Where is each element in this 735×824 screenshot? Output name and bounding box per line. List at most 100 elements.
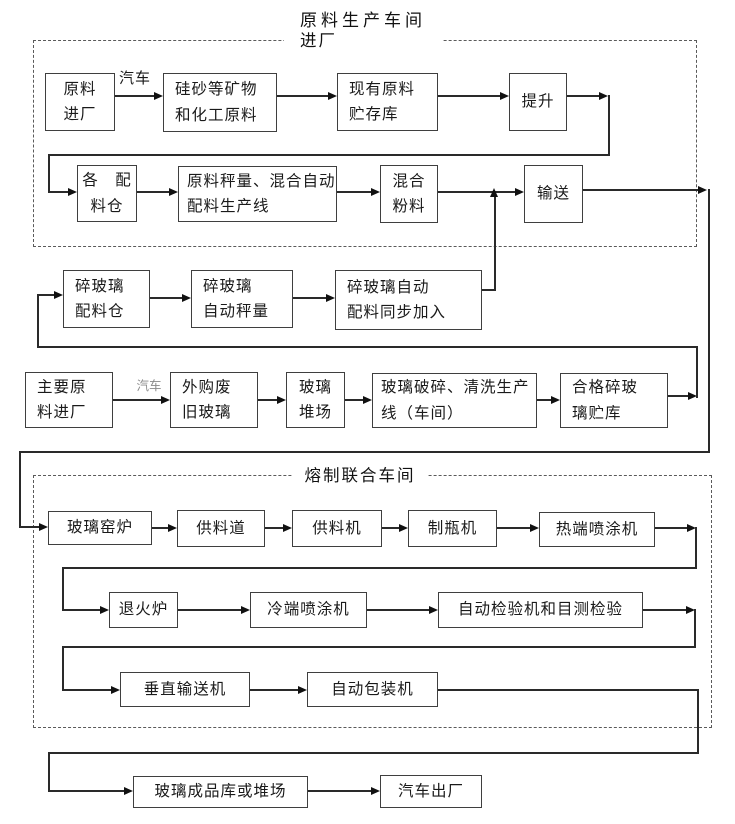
connector-line [277, 95, 329, 97]
connector-line [19, 451, 710, 453]
truck-label-top: 汽车 [118, 69, 151, 87]
arrowhead-right-icon [298, 685, 307, 694]
connector-line [48, 154, 610, 156]
node-silica: 硅砂等矿物 和化工原料 [163, 73, 277, 132]
connector-line [695, 527, 697, 569]
connector-line [583, 189, 699, 191]
arrowhead-right-icon [54, 290, 63, 299]
arrowhead-up-icon [490, 188, 498, 197]
node-vertical-conveyor: 垂直输送机 [120, 672, 250, 707]
arrowhead-right-icon [111, 685, 120, 694]
connector-line [62, 689, 112, 691]
connector-line [308, 790, 372, 792]
node-qualified-cullet: 合格碎玻 璃贮库 [560, 373, 668, 428]
arrowhead-right-icon [500, 91, 509, 100]
arrowhead-right-icon [698, 185, 707, 194]
node-batching-silos: 各 配 料仓 [77, 165, 137, 222]
connector-line [150, 297, 183, 299]
connector-line [137, 191, 170, 193]
connector-line [482, 289, 496, 291]
node-raw-entry: 原料 进厂 [45, 73, 115, 131]
arrowhead-right-icon [371, 786, 380, 795]
node-cullet-sync: 碎玻璃自动 配料同步加入 [335, 270, 482, 330]
node-mixed-powder: 混合 粉料 [380, 165, 438, 223]
node-furnace: 玻璃窑炉 [48, 511, 152, 545]
connector-line [48, 790, 125, 792]
connector-line [250, 689, 299, 691]
arrowhead-right-icon [328, 91, 337, 100]
connector-line [62, 646, 696, 648]
connector-line [152, 527, 169, 529]
connector-line [494, 196, 496, 291]
node-product-warehouse: 玻璃成品库或堆场 [133, 776, 308, 808]
connector-line [293, 297, 327, 299]
node-auto-packer: 自动包装机 [307, 672, 438, 707]
node-hot-end-coater: 热端喷涂机 [539, 512, 655, 547]
connector-line [62, 567, 64, 611]
node-cullet-weighing: 碎玻璃 自动秤量 [191, 270, 293, 328]
truck-label-main: 汽车 [136, 378, 162, 393]
arrowhead-right-icon [283, 523, 292, 532]
connector-line [655, 527, 688, 529]
arrowhead-right-icon [161, 395, 170, 404]
arrowhead-right-icon [277, 395, 286, 404]
connector-line [37, 294, 55, 296]
connector-line [113, 399, 162, 401]
connector-line [48, 752, 50, 792]
node-existing-storage: 现有原料 贮存库 [337, 73, 438, 131]
connector-line [37, 346, 698, 348]
node-crushing-line: 玻璃破碎、清洗生产 线（车间） [372, 373, 537, 428]
connector-line [567, 95, 600, 97]
arrowhead-right-icon [326, 293, 335, 302]
node-cold-end-coater: 冷端喷涂机 [250, 592, 367, 628]
connector-line [62, 646, 64, 691]
connector-line [438, 191, 516, 193]
arrowhead-right-icon [371, 187, 380, 196]
node-glass-yard: 玻璃 堆场 [286, 372, 345, 428]
raw-workshop-title: 原料生产车间 [300, 11, 426, 31]
connector-line [115, 95, 156, 97]
connector-line [62, 609, 101, 611]
melting-workshop-title: 熔制联合车间 [292, 463, 428, 489]
arrowhead-right-icon [530, 523, 539, 532]
connector-line [382, 527, 400, 529]
connector-line [48, 154, 50, 193]
arrowhead-right-icon [599, 91, 608, 100]
arrowhead-right-icon [39, 522, 48, 531]
connector-line [668, 395, 689, 397]
connector-line [48, 752, 699, 754]
node-lift: 提升 [509, 73, 567, 131]
node-weighing-line: 原料秤量、混合自动 配料生产线 [178, 166, 337, 222]
connector-line [697, 689, 699, 754]
node-purchased-glass: 外购废 旧玻璃 [170, 372, 258, 428]
arrowhead-right-icon [154, 91, 163, 100]
arrowhead-right-icon [429, 605, 438, 614]
connector-line [258, 399, 278, 401]
connector-line [265, 527, 284, 529]
connector-line [708, 189, 710, 453]
arrowhead-right-icon [124, 786, 133, 795]
connector-line [537, 399, 552, 401]
connector-line [62, 567, 697, 569]
connector-line [694, 609, 696, 648]
node-conveying: 输送 [524, 165, 583, 223]
connector-line [37, 294, 39, 348]
arrowhead-right-icon [515, 187, 524, 196]
arrowhead-right-icon [182, 293, 191, 302]
connector-line [19, 451, 21, 528]
node-inspection: 自动检验机和目测检验 [438, 592, 643, 628]
connector-line [438, 689, 699, 691]
node-truck-exit: 汽车出厂 [380, 775, 482, 808]
connector-line [696, 346, 698, 398]
arrowhead-right-icon [551, 395, 560, 404]
arrowhead-right-icon [686, 605, 695, 614]
node-bottle-machine: 制瓶机 [408, 510, 497, 547]
connector-line [178, 609, 242, 611]
arrowhead-right-icon [687, 523, 696, 532]
node-annealing-furnace: 退火炉 [109, 592, 178, 628]
arrowhead-right-icon [688, 391, 697, 400]
connector-line [367, 609, 430, 611]
raw-workshop-subtitle: 进厂 [284, 29, 442, 53]
connector-line [497, 527, 531, 529]
